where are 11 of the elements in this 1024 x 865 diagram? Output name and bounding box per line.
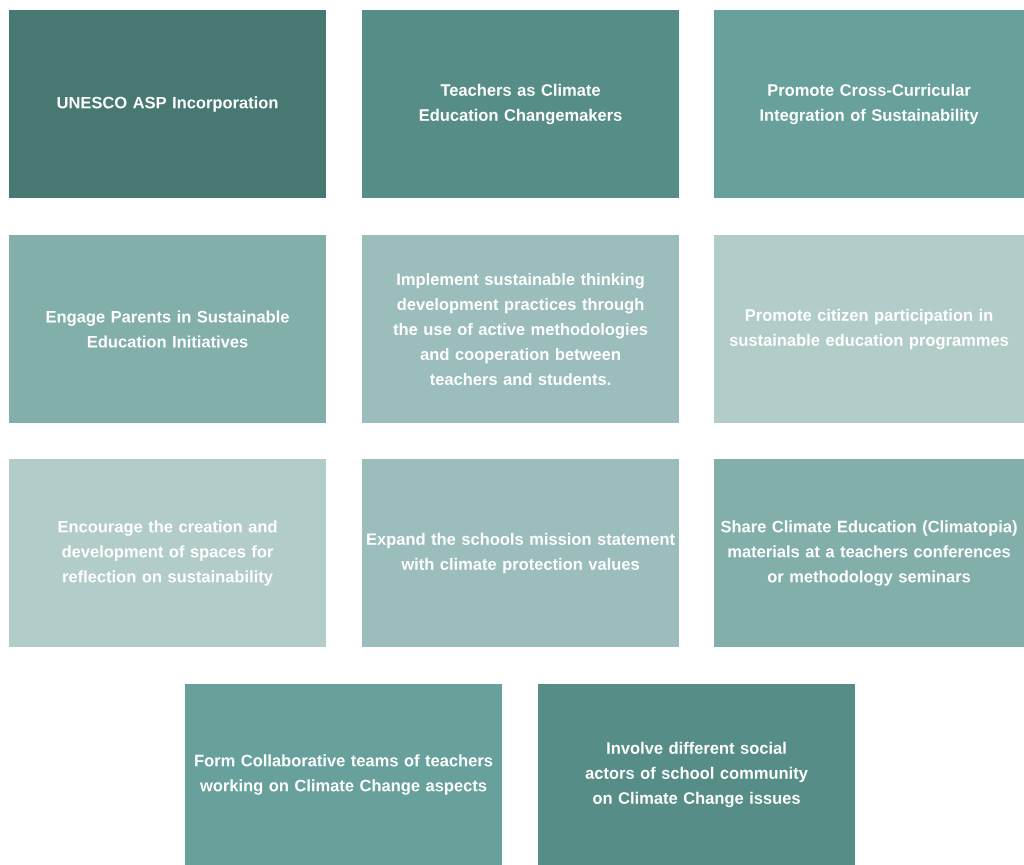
text-box: Expand the schools mission statement with climate protection values [362,459,679,647]
text-box: Encourage the creation and development of spaces for reflection on sustainability [9,459,326,647]
text-box: Implement sustainable thinking development practices through the use of active methodologies and cooperation between teachers and students. [362,235,679,423]
text-box: UNESCO ASP Incorporation [9,10,326,198]
text-box: Teachers as Climate Education Changemakers [362,10,679,198]
text-box: Promote Cross-Curricular Integration of Sustainability [714,10,1024,198]
text-box: Engage Parents in Sustainable Education Initiatives [9,235,326,423]
text-box: Share Climate Education (Climatopia) materials at a teachers conferences or methodology seminars [714,459,1024,647]
text-box: Promote citizen participation in sustainable education programmes [714,235,1024,423]
text-box: Involve different social actors of school community on Climate Change issues [538,684,855,865]
text-box: Form Collaborative teams of teachers working on Climate Change aspects [185,684,502,865]
